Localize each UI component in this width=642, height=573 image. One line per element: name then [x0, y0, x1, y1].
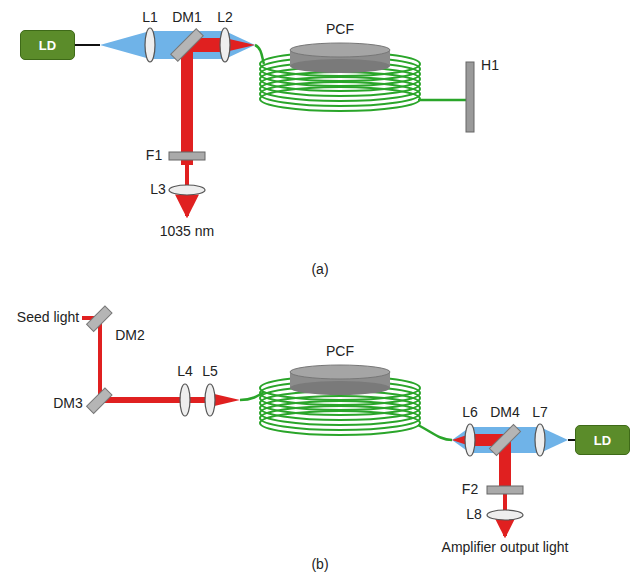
- lens: [535, 424, 545, 456]
- winding: [260, 406, 420, 430]
- delivery-fiber: [568, 439, 575, 441]
- part-label: DM3: [53, 396, 83, 411]
- lens: [145, 28, 155, 62]
- output-beam: [181, 45, 193, 165]
- part-label: (b): [311, 557, 328, 572]
- part-label: L5: [202, 364, 218, 379]
- winding: [260, 411, 420, 435]
- part-label: PCF: [326, 344, 354, 359]
- delivery-fiber: [75, 44, 100, 46]
- part-label: L8: [466, 507, 482, 522]
- spool: [290, 381, 390, 395]
- lens: [487, 510, 523, 520]
- seed-beam: [100, 397, 210, 403]
- part-label: Seed light: [17, 310, 79, 325]
- part-label: 1035 nm: [160, 224, 214, 239]
- laser-diode-box: LD: [575, 425, 630, 455]
- lens: [180, 384, 190, 416]
- spool: [290, 43, 390, 57]
- part-label: DM2: [115, 328, 145, 343]
- spool: [290, 59, 390, 73]
- winding: [260, 82, 420, 106]
- turning-mirror: [87, 388, 112, 413]
- pump-cone: [100, 31, 150, 59]
- part-label: L1: [142, 10, 158, 25]
- part-label: L3: [150, 182, 166, 197]
- winding: [260, 72, 420, 96]
- lens: [465, 424, 475, 456]
- part-label: F2: [462, 482, 478, 497]
- coil-a: [260, 52, 420, 111]
- part-label: DM1: [172, 10, 202, 25]
- part-label: L7: [532, 405, 548, 420]
- spool: [290, 365, 390, 379]
- lens: [220, 28, 230, 62]
- fiber: [418, 99, 466, 102]
- part-label: Amplifier output light: [442, 540, 569, 555]
- winding: [260, 77, 420, 101]
- node-label: LD: [39, 38, 56, 53]
- turning-mirror: [87, 306, 112, 331]
- dichroic-mirror: [171, 29, 204, 62]
- reflector: [466, 62, 474, 132]
- winding: [260, 396, 420, 420]
- filter: [169, 152, 205, 160]
- lens: [169, 185, 205, 195]
- part-label: (a): [311, 262, 328, 277]
- seed-beam: [98, 318, 102, 400]
- lens: [205, 384, 215, 416]
- node-label: LD: [594, 433, 611, 448]
- coil-b: [260, 376, 420, 435]
- part-label: F1: [146, 148, 162, 163]
- part-label: H1: [481, 58, 499, 73]
- fiber: [418, 425, 452, 440]
- part-label: L2: [217, 10, 233, 25]
- winding: [260, 401, 420, 425]
- filter: [487, 486, 523, 494]
- part-label: L6: [462, 405, 478, 420]
- laser-diode-box: LD: [20, 30, 75, 60]
- winding: [260, 87, 420, 111]
- part-label: L4: [177, 364, 193, 379]
- part-label: PCF: [326, 22, 354, 37]
- part-label: DM4: [490, 405, 520, 420]
- dichroic-mirror: [489, 424, 520, 455]
